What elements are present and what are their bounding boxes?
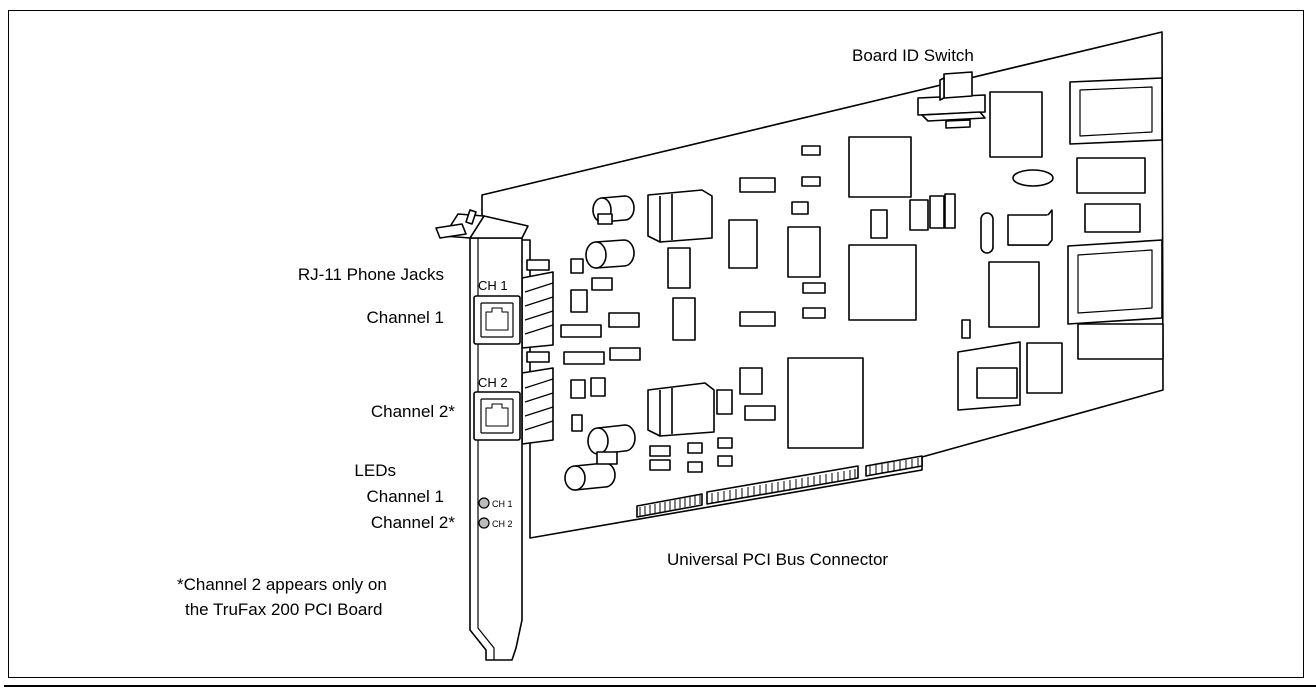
pci-edge-connector bbox=[636, 455, 923, 518]
jack-housings bbox=[521, 271, 554, 445]
led-channel-1 bbox=[478, 497, 490, 509]
pci-connector-label: Universal PCI Bus Connector bbox=[667, 550, 889, 569]
led-label-ch1: CH 1 bbox=[492, 499, 513, 509]
leds-label: LEDs bbox=[354, 461, 396, 480]
jack-channel-2-label: Channel 2* bbox=[370, 402, 455, 421]
led-channel-2-label: Channel 2* bbox=[370, 513, 455, 532]
jack-channel-1-label: Channel 1 bbox=[366, 308, 444, 327]
page-rule bbox=[4, 685, 1316, 687]
led-channel-2 bbox=[478, 517, 490, 529]
mounting-bracket bbox=[435, 209, 529, 661]
bracket-label-ch1: CH 1 bbox=[478, 278, 508, 293]
led-label-ch2: CH 2 bbox=[492, 519, 513, 529]
board-chips bbox=[526, 77, 1164, 491]
board-id-switch bbox=[917, 71, 986, 129]
board-id-switch-label: Board ID Switch bbox=[852, 46, 974, 65]
bracket-label-ch2: CH 2 bbox=[478, 375, 508, 390]
led-channel-1-label: Channel 1 bbox=[366, 487, 444, 506]
footnote-line-2: the TruFax 200 PCI Board bbox=[185, 600, 383, 619]
footnote-line-1: *Channel 2 appears only on bbox=[177, 575, 387, 594]
rj11-phone-jacks-label: RJ-11 Phone Jacks bbox=[297, 265, 444, 284]
figure-frame bbox=[8, 10, 1304, 678]
